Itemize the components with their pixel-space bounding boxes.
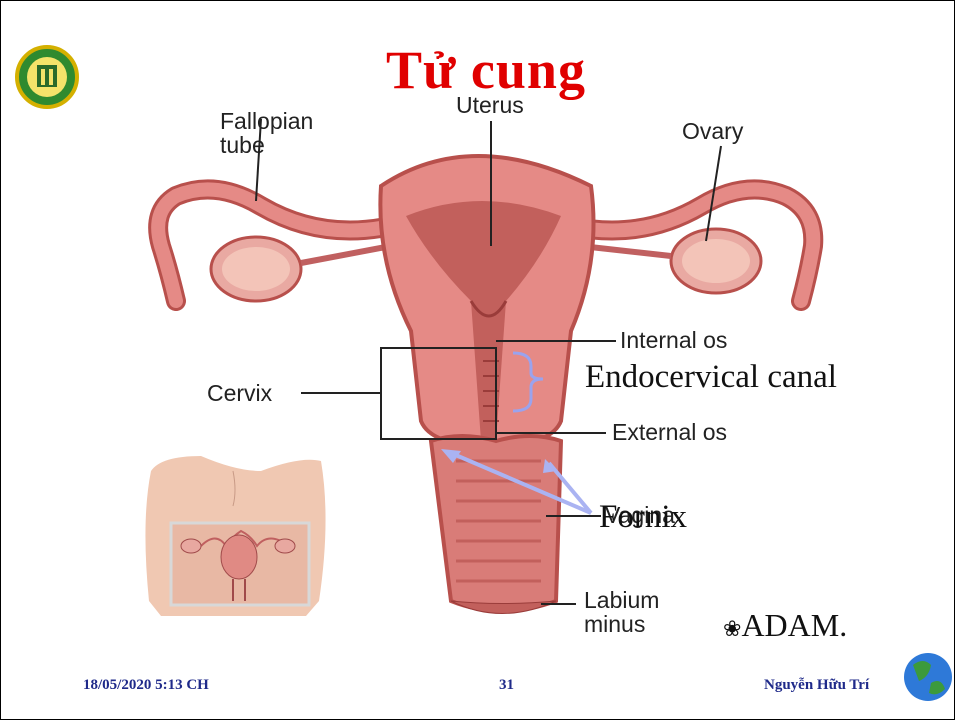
uterus xyxy=(380,156,593,446)
label-labium-minus: Labium minus xyxy=(584,588,659,636)
footer-author: Nguyễn Hữu Trí xyxy=(764,677,869,694)
adam-logo: ❀ADAM. xyxy=(723,607,847,644)
label-fallopian-tube: Fallopian tube xyxy=(220,109,313,157)
label-cervix: Cervix xyxy=(207,381,272,405)
adam-brand-text: ADAM. xyxy=(741,607,847,643)
label-external-os: External os xyxy=(612,420,727,444)
label-ovary: Ovary xyxy=(682,119,743,143)
vagina xyxy=(431,436,561,614)
globe-icon xyxy=(904,653,952,701)
label-uterus: Uterus xyxy=(456,93,524,117)
label-fornix: Fornix xyxy=(599,499,687,536)
footer-date: 18/05/2020 5:13 CH xyxy=(83,677,209,694)
label-endocervical-canal: Endocervical canal xyxy=(585,359,837,396)
body-inset xyxy=(145,456,325,616)
footer-page-number: 31 xyxy=(499,677,514,694)
school-seal-logo xyxy=(17,47,77,107)
label-internal-os: Internal os xyxy=(620,328,727,352)
